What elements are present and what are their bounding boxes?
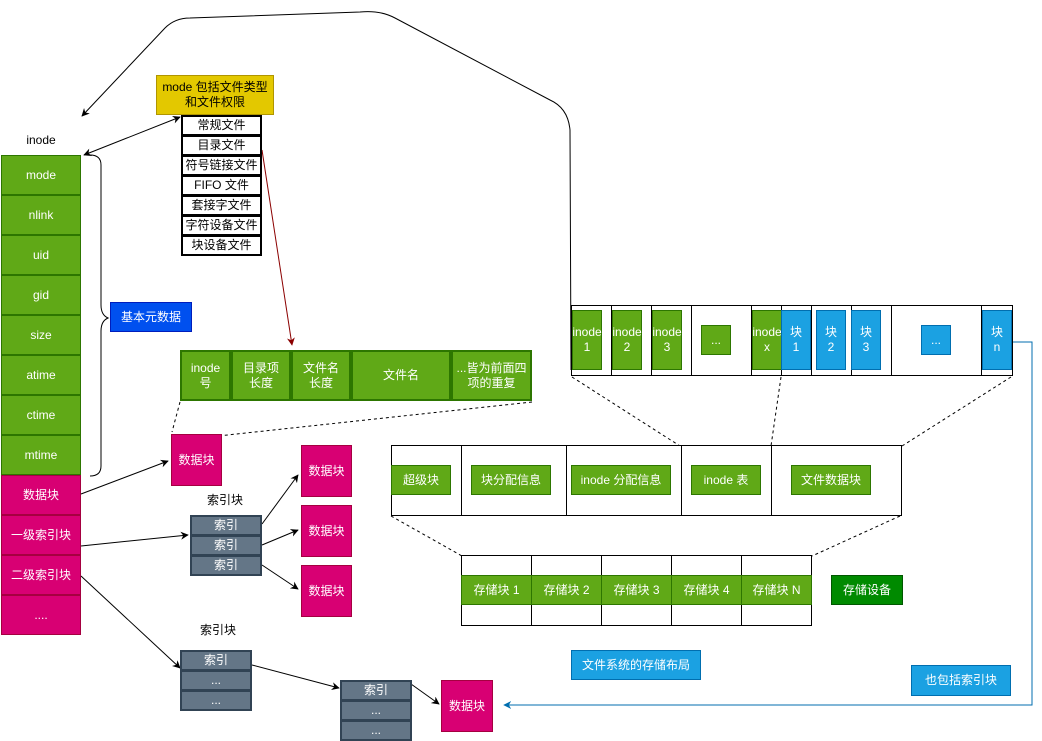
storage-device-label: 存储设备 bbox=[831, 575, 903, 605]
index-entry: 索引 bbox=[190, 515, 262, 536]
inode-field-gid: gid bbox=[1, 275, 81, 315]
fs-section: 超级块 bbox=[391, 465, 451, 495]
index-entry: ... bbox=[180, 690, 252, 711]
file-type-item: 符号链接文件 bbox=[181, 155, 262, 176]
level1-arrow bbox=[80, 531, 189, 547]
level1-data-block: 数据块 bbox=[301, 565, 352, 617]
fs-section: 块分配信息 bbox=[471, 465, 551, 495]
data-block-slot: ... bbox=[921, 325, 951, 355]
file-type-item: 字符设备文件 bbox=[181, 215, 262, 236]
level1-data-block: 数据块 bbox=[301, 445, 352, 497]
data-block-slot: 块 1 bbox=[781, 310, 811, 370]
inode-table-to-inode-arrow bbox=[81, 11, 572, 371]
fs-section: 文件数据块 bbox=[791, 465, 871, 495]
dir-entry-field: ...皆为前面四 项的重复 bbox=[451, 350, 532, 401]
inode-field-size: size bbox=[1, 315, 81, 355]
dir-entry-field: inode 号 bbox=[180, 350, 231, 401]
file-type-item: 目录文件 bbox=[181, 135, 262, 156]
inode-pointer: .... bbox=[1, 595, 81, 635]
inode-slot: inode 3 bbox=[652, 310, 682, 370]
file-type-item: 常规文件 bbox=[181, 115, 262, 136]
dir-file-to-entry-arrow bbox=[261, 149, 295, 346]
inode-slot: inode 2 bbox=[612, 310, 642, 370]
storage-block: 存储块 1 bbox=[461, 575, 532, 605]
inode-field-mode: mode bbox=[1, 155, 81, 195]
inode-field-ctime: ctime bbox=[1, 395, 81, 435]
data-block-slot: 块 3 bbox=[851, 310, 881, 370]
index-entry: 索引 bbox=[180, 650, 252, 671]
index-entry: ... bbox=[180, 670, 252, 691]
mode-note: mode 包括文件类型 和文件权限 bbox=[156, 75, 274, 115]
storage-block: 存储块 3 bbox=[601, 575, 672, 605]
index-entry: ... bbox=[340, 700, 412, 721]
index-entry: 索引 bbox=[340, 680, 412, 701]
level1-data-block: 数据块 bbox=[301, 505, 352, 557]
direct-block-arrow bbox=[80, 459, 169, 495]
fs-section: inode 分配信息 bbox=[571, 465, 671, 495]
inode-field-nlink: nlink bbox=[1, 195, 81, 235]
index-entry: 索引 bbox=[190, 535, 262, 556]
storage-block: 存储块 4 bbox=[671, 575, 742, 605]
inode-field-mtime: mtime bbox=[1, 435, 81, 475]
fs-section: inode 表 bbox=[691, 465, 761, 495]
index-entry: 索引 bbox=[190, 555, 262, 576]
inode-slot: inode x bbox=[752, 310, 782, 370]
inode-pointer: 数据块 bbox=[1, 475, 81, 515]
dir-entry-field: 目录项 长度 bbox=[231, 350, 291, 401]
level2-arrow bbox=[80, 575, 181, 669]
level2-index-title: 索引块 bbox=[199, 622, 236, 637]
file-type-item: FIFO 文件 bbox=[181, 175, 262, 196]
inode-title: inode bbox=[26, 132, 56, 147]
level1-index-title: 索引块 bbox=[206, 492, 243, 507]
data-block-slot: 块 2 bbox=[816, 310, 846, 370]
dir-entry-field: 文件名 长度 bbox=[291, 350, 351, 401]
mode-to-types-arrow bbox=[83, 115, 181, 157]
file-type-item: 套接字文件 bbox=[181, 195, 262, 216]
basic-metadata-label: 基本元数据 bbox=[110, 302, 192, 332]
inode-pointer: 一级索引块 bbox=[1, 515, 81, 555]
block-n-to-data-arrow bbox=[503, 341, 1033, 709]
dir-entry-field: 文件名 bbox=[351, 350, 451, 401]
file-type-item: 块设备文件 bbox=[181, 235, 262, 256]
direct-data-block: 数据块 bbox=[171, 434, 222, 486]
fs-layout-caption: 文件系统的存储布局 bbox=[571, 650, 701, 680]
inode-slot: inode 1 bbox=[572, 310, 602, 370]
inode-field-atime: atime bbox=[1, 355, 81, 395]
data-block-slot: 块 n bbox=[982, 310, 1012, 370]
inode-pointer: 二级索引块 bbox=[1, 555, 81, 595]
metadata-brace bbox=[89, 154, 110, 477]
storage-block: 存储块 N bbox=[741, 575, 812, 605]
storage-block: 存储块 2 bbox=[531, 575, 602, 605]
index-note: 也包括索引块 bbox=[911, 665, 1011, 696]
level2-data-block: 数据块 bbox=[441, 680, 493, 732]
inode-slot: ... bbox=[701, 325, 731, 355]
index-entry: ... bbox=[340, 720, 412, 741]
inode-field-uid: uid bbox=[1, 235, 81, 275]
